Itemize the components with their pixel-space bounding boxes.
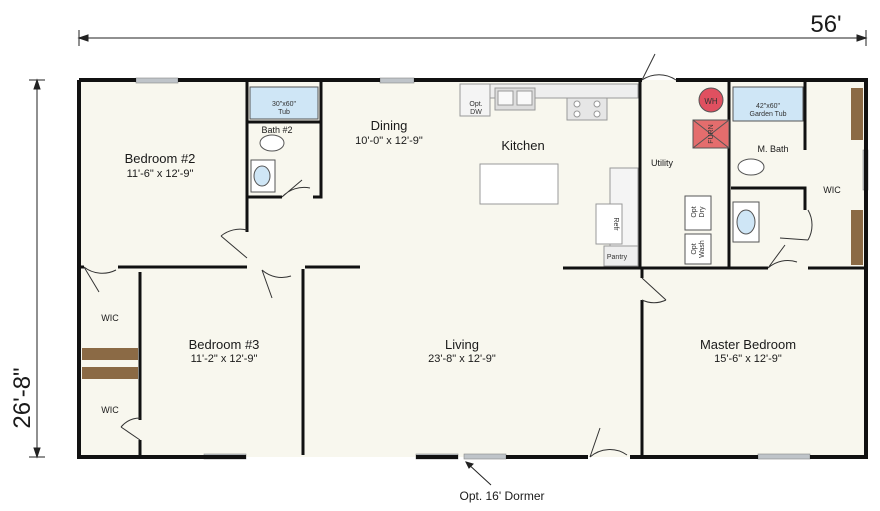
doors: [83, 53, 813, 458]
tub: [249, 86, 319, 120]
washer: [684, 233, 712, 265]
interior-walls: [79, 82, 864, 455]
tub-label-2: Tub: [278, 109, 290, 116]
room-bedroom3-name: Bedroom #3: [189, 337, 260, 352]
depth-label: 26'-8": [9, 367, 36, 428]
window: [135, 77, 179, 84]
room-mbath-name: M. Bath: [757, 144, 788, 154]
dishwasher-label: Opt.: [469, 101, 482, 108]
room-bath2-name: Bath #2: [261, 125, 292, 135]
room-dining-size: 10'-0" x 12'-9": [355, 135, 423, 147]
room-bedroom3-size: 11'-2" x 12'-9": [191, 353, 258, 365]
dormer-pointer: [465, 461, 492, 486]
room-bedroom2-name: Bedroom #2: [125, 151, 196, 166]
room-master-size: 15'-6" x 12'-9": [714, 353, 782, 365]
utility-appliances: [684, 87, 730, 265]
room-living-name: Living: [445, 337, 479, 352]
water-heater: [698, 87, 724, 113]
window: [463, 453, 507, 460]
garden-tub-label: 42"x60": [756, 103, 781, 110]
wic-shelves: [82, 88, 863, 379]
garden-tub: [732, 86, 804, 122]
window: [757, 453, 811, 460]
room-wic-bottom-name: WIC: [101, 405, 119, 415]
window: [379, 77, 415, 84]
washer-label: Opt: [691, 243, 698, 254]
dryer: [684, 195, 712, 231]
room-wic-top-name: WIC: [101, 313, 119, 323]
water-heater-label: WH: [704, 97, 718, 106]
kitchen-counters: [459, 83, 639, 267]
shelf: [82, 348, 138, 360]
range: [566, 97, 608, 121]
exterior-walls: [77, 78, 868, 459]
toilet: [737, 158, 765, 176]
fridge-label: Refr: [612, 217, 619, 231]
washer-label-2: Wash: [699, 240, 706, 258]
refrigerator: [595, 203, 623, 245]
shelf: [82, 367, 138, 379]
room-wic-master-name: WIC: [823, 185, 841, 195]
dryer-label: Opt: [691, 206, 698, 217]
pantry-label: Pantry: [607, 254, 628, 261]
dishwasher-label-2: DW: [470, 109, 482, 116]
dishwasher: [459, 83, 491, 117]
bath2-fixtures: [249, 86, 319, 193]
room-utility-name: Utility: [651, 158, 673, 168]
shelf: [851, 88, 863, 140]
depth-dimension: [29, 78, 45, 459]
master-bath-fixtures: [732, 86, 804, 243]
width-dimension: [77, 30, 868, 46]
toilet: [259, 134, 285, 152]
room-living-size: 23'-8" x 12'-9": [428, 353, 496, 365]
room-master-name: Master Bedroom: [700, 337, 796, 352]
width-label: 56': [810, 11, 841, 38]
dryer-label-2: Dry: [699, 206, 706, 217]
garden-tub-label-2: Garden Tub: [750, 111, 787, 118]
pantry: [603, 245, 639, 267]
room-kitchen-name: Kitchen: [501, 138, 544, 153]
room-bedroom2-size: 11'-6" x 12'-9": [127, 168, 194, 180]
tub-label: 30"x60": [272, 101, 297, 108]
dormer-label: Opt. 16' Dormer: [460, 489, 545, 503]
furnace-label: FURN: [708, 124, 715, 143]
shelf: [851, 210, 863, 265]
room-dining-name: Dining: [371, 118, 408, 133]
kitchen-island: [479, 163, 559, 205]
